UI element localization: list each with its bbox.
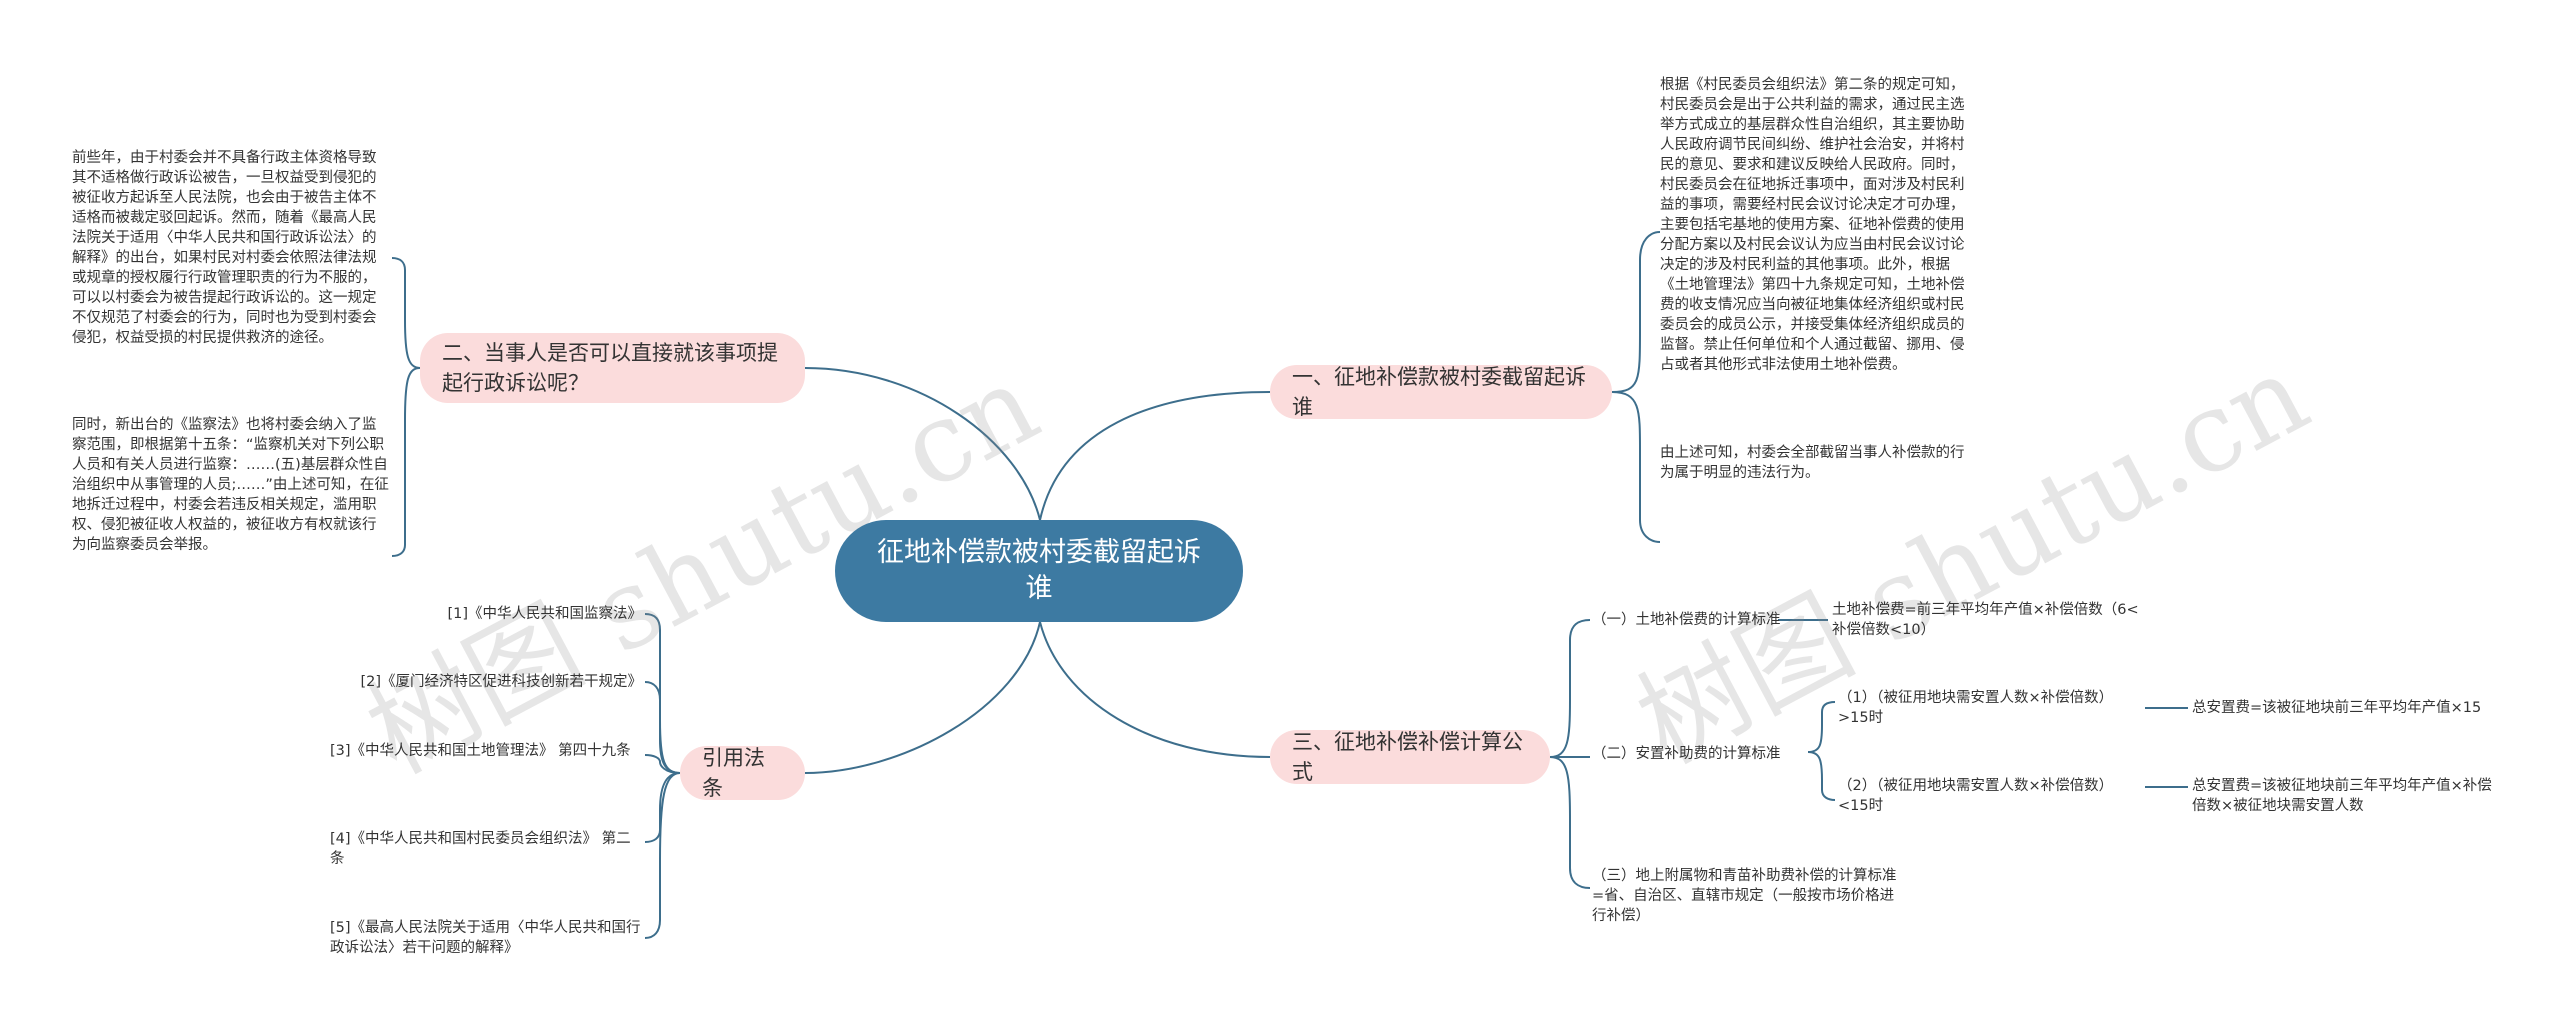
b3-item-1-formula: 土地补偿费=前三年平均年产值×补偿倍数（6<补偿倍数<10） [1832,602,2139,638]
b2-bracket-low [391,367,421,557]
b1-paragraph-2: 由上述可知，村委会全部截留当事人补偿款的行为属于明显的违法行为。 [1660,445,1965,481]
b4-bracket-3 [644,754,681,774]
b3-item-2-sub-2: （2）（被征用地块需安置人数×补偿倍数）<15时 [1838,778,2114,814]
link-central-b2 [804,367,1041,521]
i2-bracket-top [1807,701,1836,753]
b4-bracket-2 [644,681,681,774]
reference-3[interactable]: [3]《中华人民共和国土地管理法》 第四十九条 [330,743,631,759]
b3-item-1: （一）土地补偿费的计算标准 [1592,612,1781,628]
b3-bracket-top [1549,619,1591,758]
b2-bracket [391,257,421,369]
b4-bracket-1 [644,613,681,774]
branch-2-node[interactable]: 二、当事人是否可以直接就该事项提起行政诉讼呢？ [420,333,805,403]
link-central-b1 [1039,391,1271,521]
reference-4[interactable]: [4]《中华人民共和国村民委员会组织法》 第二条 [330,831,631,867]
branch-3-node[interactable]: 三、征地补偿补偿计算公式 [1270,730,1550,784]
branch-1-label: 一、征地补偿款被村委截留起诉谁 [1292,365,1586,419]
branch-4-node[interactable]: 引用法条 [680,746,805,800]
b3-item-2: （二）安置补助费的计算标准 [1592,746,1781,762]
b1-bracket-low [1611,391,1661,543]
central-topic-label: 征地补偿款被村委截留起诉谁 [877,537,1201,604]
i2-bracket-bot [1807,751,1836,801]
b3-item-2-sub-1-formula: 总安置费=该被征地块前三年平均年产值×15 [2192,700,2482,716]
b3-item-3: （三）地上附属物和青苗补助费补偿的计算标准=省、自治区、直辖市规定（一般按市场价… [1592,868,1897,924]
b4-bracket-5 [644,772,681,939]
reference-1[interactable]: [1]《中华人民共和国监察法》 [447,606,642,622]
branch-3-label: 三、征地补偿补偿计算公式 [1292,730,1523,784]
link-central-b4 [804,621,1041,774]
branch-1-node[interactable]: 一、征地补偿款被村委截留起诉谁 [1270,365,1612,419]
b2-paragraph-1: 前些年，由于村委会并不具备行政主体资格导致其不适格做行政诉讼被告，一旦权益受到侵… [72,150,377,346]
central-topic[interactable]: 征地补偿款被村委截留起诉谁 [835,520,1243,622]
reference-5[interactable]: [5]《最高人民法院关于适用〈中华人民共和国行政诉讼法〉若干问题的解释》 [330,920,641,956]
b2-paragraph-2: 同时，新出台的《监察法》也将村委会纳入了监察范围，即根据第十五条：“监察机关对下… [72,417,389,553]
b3-bracket-bot [1549,756,1591,889]
reference-2[interactable]: [2]《厦门经济特区促进科技创新若干规定》 [360,674,642,690]
branch-2-label: 二、当事人是否可以直接就该事项提起行政诉讼呢？ [442,341,778,395]
b3-item-2-sub-1: （1）（被征用地块需安置人数×补偿倍数）>15时 [1838,690,2114,726]
b3-item-2-sub-2-formula: 总安置费=该被征地块前三年平均年产值×补偿倍数×被征地块需安置人数 [2192,778,2492,814]
b1-paragraph-1: 根据《村民委员会组织法》第二条的规定可知，村民委员会是出于公共利益的需求，通过民… [1660,77,1965,373]
b1-bracket [1611,231,1661,393]
branch-4-label: 引用法条 [702,746,765,800]
link-central-b3 [1039,621,1271,758]
